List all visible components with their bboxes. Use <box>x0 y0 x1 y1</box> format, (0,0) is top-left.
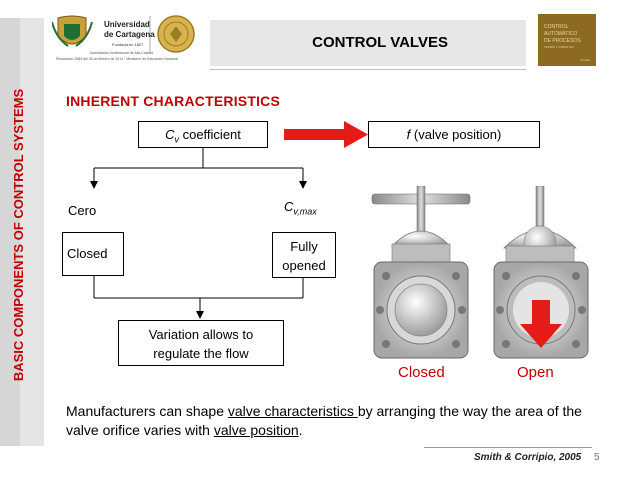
header-band <box>210 20 526 66</box>
cv-subscript: v <box>174 134 179 145</box>
maps-to-arrow-icon <box>284 121 368 148</box>
description-text: Manufacturers can shape valve characteri… <box>66 402 586 440</box>
desc-part2: by arranging the way the area of the val… <box>66 403 582 438</box>
book-subtitle: TEORÍA Y PRÁCTICA <box>544 45 574 49</box>
flow-arrow-icon <box>520 300 562 348</box>
cv-coefficient-box: Cv coefficient <box>138 121 268 148</box>
cvmax-symbol: C <box>284 199 294 214</box>
variation-line2: regulate the flow <box>153 346 249 361</box>
cv-label: coefficient <box>178 127 241 142</box>
cv-max-label: Cv,max <box>284 199 317 217</box>
slide-title: CONTROL VALVES <box>312 34 448 51</box>
valve-characteristics-link: valve characteristics <box>227 403 358 419</box>
open-valve-icon <box>493 186 589 359</box>
f-label: (valve position) <box>410 127 502 142</box>
citation: Smith & Corripio, 2005 <box>474 452 582 463</box>
book-title-line2: AUTOMÁTICO <box>544 31 578 37</box>
opened-line2: opened <box>282 258 326 273</box>
cv-symbol: C <box>165 127 175 142</box>
sidebar-stripe <box>0 18 20 446</box>
accreditation-line1: Acreditación Institucional de Alta Calid… <box>90 51 154 55</box>
desc-part1: Manufacturers can shape <box>66 403 228 419</box>
desc-part3: . <box>298 422 303 438</box>
cero-label: Cero <box>68 203 97 218</box>
valve-position-link: valve position <box>213 422 299 438</box>
cvmax-subscript: v,max <box>293 206 317 217</box>
closed-valve-icon <box>371 186 471 359</box>
university-name-line2: de Cartagena <box>104 30 155 39</box>
closed-valve-caption: Closed <box>398 364 445 381</box>
page-number: 5 <box>594 452 600 463</box>
accreditation-line2: Resolución 2583 del 26 de febrero de 201… <box>56 57 178 61</box>
section-subtitle: INHERENT CHARACTERISTICS <box>66 93 281 109</box>
reference-divider <box>424 447 592 448</box>
university-logo <box>52 15 195 53</box>
header-divider <box>210 69 526 70</box>
university-crest-icon <box>52 15 93 47</box>
open-valve-caption: Open <box>517 364 554 381</box>
university-founded: Fundada en 1827 <box>112 42 144 47</box>
university-name-line1: Universidad <box>104 20 150 29</box>
f-symbol: f <box>406 127 411 142</box>
variation-box: Variation allows to regulate the flow <box>118 320 284 366</box>
book-cover <box>538 14 596 66</box>
closed-state-box: Closed <box>62 232 124 276</box>
quality-seal-icon <box>157 15 195 53</box>
gate-valve-illustration <box>371 186 589 359</box>
fully-opened-state-box: Fully opened <box>272 232 336 278</box>
book-title-line3: DE PROCESOS <box>544 38 581 44</box>
book-publisher: Limusa <box>580 58 590 62</box>
opened-line1: Fully <box>290 239 318 254</box>
variation-line1: Variation allows to <box>148 327 254 342</box>
valve-position-function-box: f (valve position) <box>368 121 540 148</box>
book-title-line1: CONTROL <box>544 24 569 30</box>
